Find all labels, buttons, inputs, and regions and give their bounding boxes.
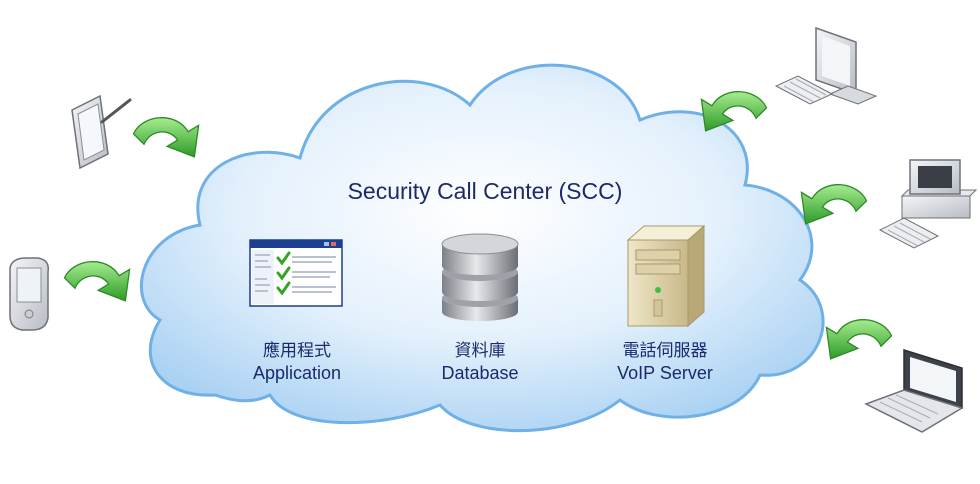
green-curved-arrow-icon: [132, 117, 200, 158]
database-icon: [441, 233, 519, 321]
voip-server-label: 電話伺服器 VoIP Server: [590, 340, 740, 384]
desktop-pc-icon: [878, 159, 978, 249]
flat-monitor-pc-icon: [774, 26, 878, 105]
laptop-icon: [864, 348, 964, 433]
database-label-en: Database: [441, 363, 519, 383]
green-curved-arrow-icon: [800, 184, 868, 225]
voip-server-label-en: VoIP Server: [617, 363, 713, 383]
green-curved-arrow-icon: [700, 91, 768, 132]
green-curved-arrow-icon: [825, 319, 893, 360]
database-label: 資料庫 Database: [405, 340, 555, 384]
application-window-icon: [249, 239, 343, 307]
pda-phone-icon: [9, 257, 50, 331]
application-label-en: Application: [252, 363, 342, 383]
database-label-cn: 資料庫: [454, 341, 506, 361]
green-curved-arrow-icon: [63, 261, 131, 302]
server-tower-icon: [626, 224, 706, 328]
tablet-with-stylus-icon: [71, 94, 132, 170]
diagram-title: Security Call Center (SCC): [347, 178, 623, 204]
voip-server-label-cn: 電話伺服器: [622, 341, 708, 361]
application-label: 應用程式 Application: [222, 340, 372, 384]
application-label-cn: 應用程式: [263, 341, 331, 361]
